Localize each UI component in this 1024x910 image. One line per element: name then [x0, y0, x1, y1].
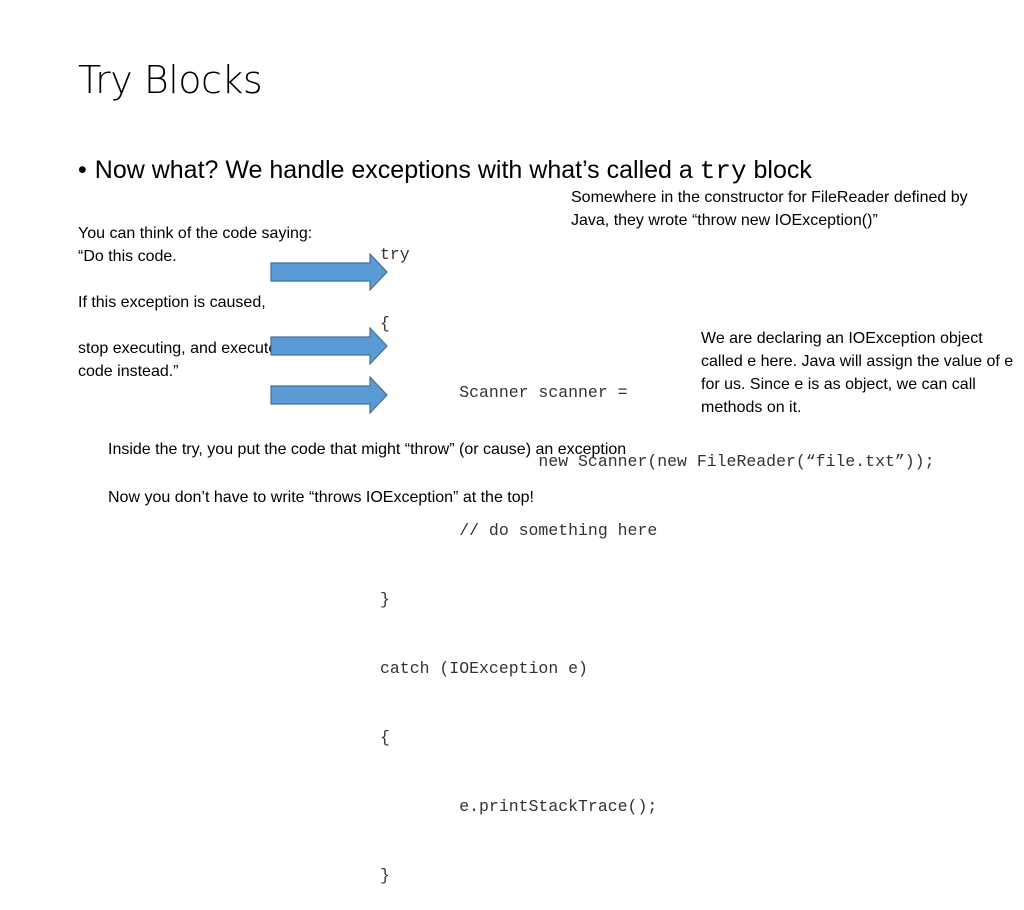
arrow-right-icon [270, 253, 388, 291]
code-line: } [380, 590, 390, 609]
note-filereader: Somewhere in the constructor for FileRea… [571, 189, 968, 229]
code-line: { [380, 728, 390, 747]
bullet-point: •Now what? We handle exceptions with wha… [78, 156, 812, 186]
bullet-text-after: block [746, 156, 812, 184]
code-line: new Scanner(new FileReader(“file.txt”)); [380, 452, 935, 471]
bullet-text-before: Now what? We handle exceptions with what… [94, 156, 700, 184]
note-line: stop executing, and execute this code in… [78, 340, 307, 380]
note-ioexception: We are declaring an IOException object c… [701, 330, 1014, 416]
bullet-dot: • [78, 156, 87, 184]
code-line: } [380, 866, 390, 885]
code-line: Scanner scanner = [380, 383, 628, 402]
bullet-code-word: try [699, 156, 747, 186]
footer-note-try: Inside the try, you put the code that mi… [108, 441, 627, 458]
arrow-right-icon [270, 376, 388, 414]
code-line: { [380, 314, 390, 333]
note-line: You can think of the code saying: [78, 225, 313, 242]
arrow-right-icon [270, 327, 388, 365]
code-line: e.printStackTrace(); [380, 797, 658, 816]
code-line: try [380, 245, 410, 264]
note-line: “Do this code. [78, 248, 177, 265]
code-block: try { Scanner scanner = new Scanner(new … [380, 197, 935, 910]
note-line: If this exception is caused, [78, 294, 266, 311]
code-line: catch (IOException e) [380, 659, 588, 678]
code-line: // do something here [380, 521, 658, 540]
slide-title: Try Blocks [78, 58, 263, 102]
footer-note-throws: Now you don’t have to write “throws IOEx… [108, 489, 534, 506]
note-explanation: You can think of the code saying: “Do th… [78, 222, 318, 383]
